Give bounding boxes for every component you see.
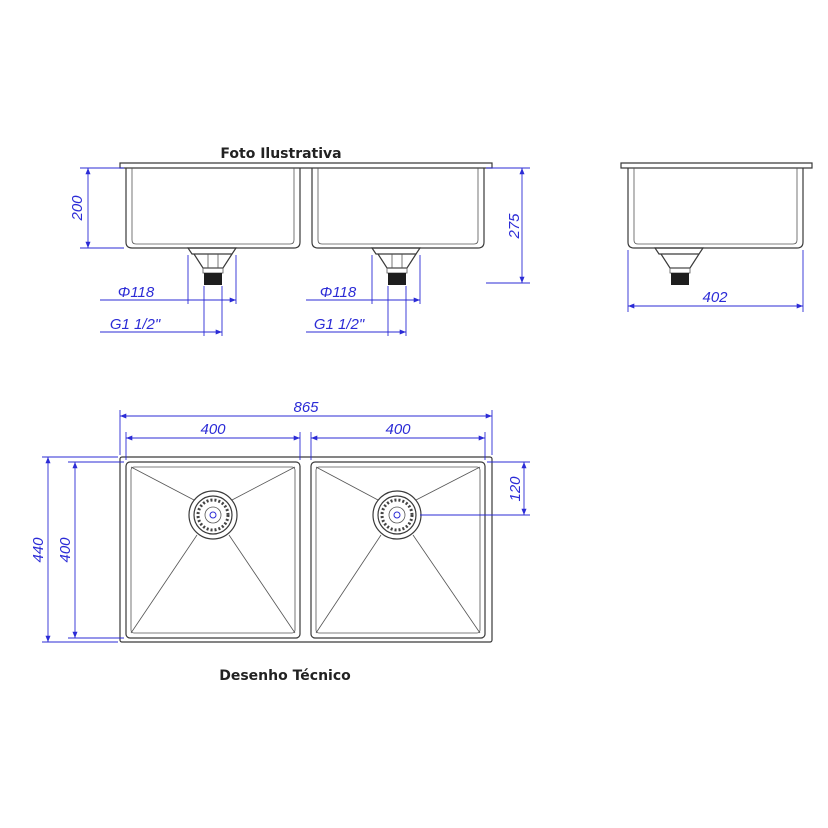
- dim-side-width: 402: [702, 289, 728, 306]
- left-drain: [186, 247, 238, 285]
- dim-drain-offset: 120: [507, 476, 524, 502]
- dim-drain-left-diameter: Φ118: [118, 284, 155, 301]
- right-drain: [370, 247, 422, 285]
- plan-view: [119, 456, 493, 643]
- caption-foto-ilustrativa: Foto Ilustrativa: [220, 146, 341, 162]
- dim-thread-right: G1 1/2": [314, 316, 365, 333]
- caption-desenho-tecnico: Desenho Técnico: [219, 668, 351, 684]
- right-drain-plan: [372, 490, 422, 540]
- dim-total-width: 865: [293, 399, 319, 416]
- flange-outline: [119, 162, 493, 169]
- left-bowl-plan: [125, 461, 301, 639]
- side-drain: [653, 247, 705, 285]
- sink-outer-rim: [119, 456, 493, 643]
- dimension-labels: 200 275 402 Φ118 G1 1/2" Φ118 G1 1/2" 86…: [30, 195, 728, 563]
- front-elevation-view: [119, 162, 493, 285]
- dim-thread-left: G1 1/2": [110, 316, 161, 333]
- side-elevation-view: [620, 162, 813, 285]
- left-drain-plan: [188, 490, 238, 540]
- dim-bowl-left-width: 400: [200, 421, 226, 438]
- dim-drain-right-diameter: Φ118: [320, 284, 357, 301]
- left-bowl-profile: [125, 168, 301, 249]
- dim-right-depth: 275: [506, 213, 523, 240]
- dim-bowl-height: 400: [57, 537, 74, 563]
- dimension-lines: [42, 167, 804, 643]
- dim-bowl-right-width: 400: [385, 421, 411, 438]
- dim-left-depth: 200: [69, 195, 86, 222]
- right-bowl-plan: [310, 461, 486, 639]
- right-bowl-profile: [311, 168, 485, 249]
- dim-total-height: 440: [30, 537, 47, 563]
